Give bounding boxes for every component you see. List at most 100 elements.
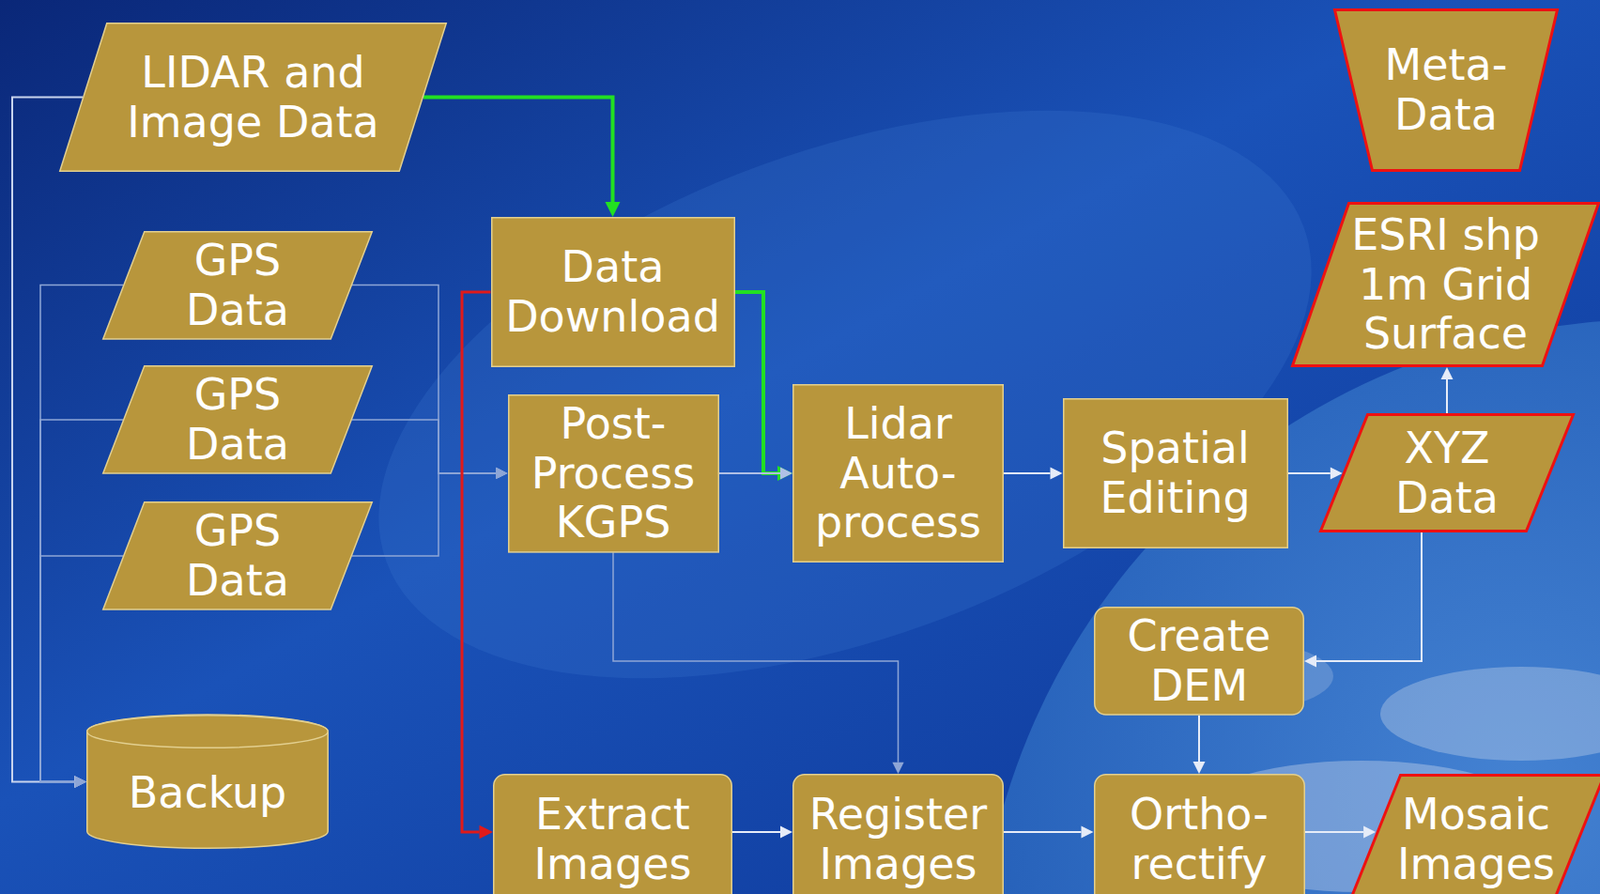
process-box: Data Download (491, 216, 736, 368)
arrowhead (495, 467, 508, 479)
connector-line (1198, 715, 1200, 762)
cloud (1380, 666, 1600, 761)
node-label: GPS Data (162, 506, 313, 606)
connector-line (1305, 830, 1365, 833)
text-group: Lidar Auto-process (801, 399, 995, 549)
connector-line (1316, 532, 1422, 662)
connector-line (719, 472, 782, 475)
text-group: Meta-Data (1370, 40, 1522, 140)
node-label: Register Images (801, 789, 995, 890)
arrowhead (1193, 761, 1206, 774)
text-group: Ortho-rectify (1103, 789, 1296, 890)
connector-line (352, 419, 496, 474)
connector-line (423, 97, 614, 203)
arrowhead (495, 467, 508, 479)
connector (1305, 826, 1377, 839)
process-box: Create DEM (1093, 606, 1305, 716)
node-label: Meta-Data (1370, 40, 1522, 140)
arrowhead (1050, 467, 1063, 480)
text-group: GPS Data (162, 369, 313, 470)
data-parallelogram: GPS Data (102, 230, 373, 340)
cylinder-body (87, 714, 329, 848)
arrowhead (75, 775, 87, 787)
arrowhead (75, 775, 87, 787)
connector-line (352, 285, 496, 474)
node-label: ESRI shp 1m Grid Surface (1335, 210, 1556, 360)
process-box: Lidar Auto-process (792, 384, 1004, 563)
cylinder-top (87, 715, 329, 749)
node-shape (1292, 203, 1600, 367)
connector-line (461, 292, 492, 832)
node-label: Backup (128, 768, 288, 818)
data-parallelogram: ESRI shp 1m Grid Surface (1291, 201, 1600, 368)
node-label: GPS Data (162, 369, 313, 470)
node-shape (1094, 607, 1305, 715)
connector (12, 97, 87, 789)
node-shape (1348, 775, 1600, 894)
text-group: Extract Images (509, 789, 717, 890)
arrowhead (780, 826, 793, 839)
connector-line (352, 473, 496, 556)
text-group: Backup (128, 768, 288, 818)
connector (732, 826, 793, 839)
connector-line (1003, 472, 1051, 475)
connector-line (1003, 830, 1082, 833)
connector-line (613, 552, 899, 762)
node-shape (491, 217, 735, 368)
connector-line (1288, 472, 1331, 475)
connector (423, 97, 621, 218)
arrowhead (892, 762, 904, 774)
node-label: Lidar Auto-process (801, 399, 995, 549)
node-shape (1335, 10, 1558, 171)
arrowhead (75, 775, 87, 787)
arrowhead (1441, 367, 1454, 380)
connector (1193, 715, 1206, 774)
node-label: Post-Process KGPS (517, 399, 710, 549)
text-group: GPS Data (162, 506, 313, 606)
node-shape (103, 502, 373, 610)
node-shape (103, 230, 373, 339)
arrowhead (780, 467, 793, 480)
connector-line (1446, 379, 1448, 414)
text-group: XYZ Data (1376, 423, 1518, 524)
earth-globe (976, 319, 1600, 894)
node-shape (1093, 774, 1305, 894)
node-label: LIDAR and Image Data (107, 47, 400, 148)
data-parallelogram: XYZ Data (1319, 413, 1575, 533)
text-group: GPS Data (162, 235, 313, 336)
output-trapezoid: Meta-Data (1333, 8, 1559, 172)
data-parallelogram: GPS Data (102, 501, 373, 611)
connector (1003, 826, 1094, 839)
process-box: Spatial Editing (1062, 398, 1289, 549)
node-shape (507, 394, 719, 552)
connector (1288, 467, 1343, 480)
connector-line (40, 285, 124, 783)
node-label: Extract Images (509, 789, 717, 890)
node-label: Mosaic Images (1382, 789, 1570, 890)
arrowhead (1363, 826, 1376, 839)
connector-line (735, 292, 779, 474)
node-label: Create DEM (1105, 611, 1293, 711)
node-label: Data Download (500, 242, 726, 342)
text-group: Create DEM (1105, 611, 1293, 711)
connector (1003, 467, 1063, 480)
text-group: Mosaic Images (1382, 789, 1570, 890)
data-parallelogram: GPS Data (102, 365, 373, 475)
arrowhead (1304, 655, 1317, 668)
connector (613, 552, 905, 774)
connector (719, 467, 794, 480)
node-label: Spatial Editing (1072, 423, 1279, 524)
node-shape (493, 774, 733, 894)
process-box: Register Images (792, 773, 1004, 894)
arrowhead (605, 201, 621, 217)
text-group: LIDAR and Image Data (107, 47, 400, 148)
node-label: XYZ Data (1376, 423, 1518, 524)
arrowhead (74, 775, 87, 788)
light-band (302, 0, 1387, 791)
node-label: Ortho-rectify (1103, 789, 1296, 890)
connector-line (12, 97, 83, 783)
arrowhead (479, 825, 494, 840)
connector (735, 292, 794, 481)
